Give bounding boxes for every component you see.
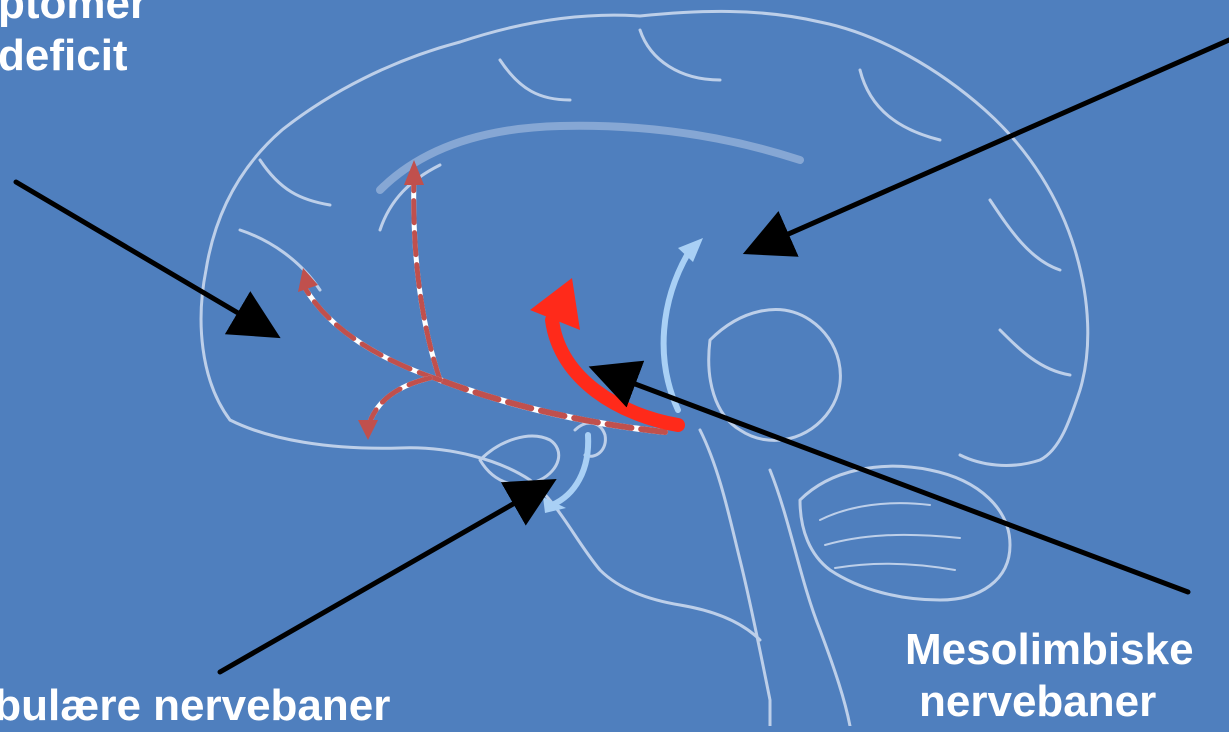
light-blue-pathway-up — [664, 250, 690, 410]
pointer-arrow-top-right — [752, 40, 1229, 250]
pointer-arrow-bottom-right — [598, 370, 1188, 592]
gyrus-line — [240, 30, 1070, 375]
label-top-left: ptomer deficit — [0, 0, 147, 82]
label-bottom-left-line1: ibulære nervebaner — [0, 680, 390, 732]
mesolimbic-pathway — [530, 278, 678, 425]
light-blue-arrowhead-up — [678, 238, 703, 262]
cerebellum-folia — [820, 503, 960, 570]
pointer-arrow-bottom-left — [220, 484, 548, 672]
label-bottom-left: ibulære nervebaner — [0, 680, 390, 732]
corpus-callosum — [380, 126, 800, 190]
label-mesolimbic-line2: nervebaner — [905, 676, 1194, 728]
label-mesolimbic: Mesolimbiske nervebaner — [905, 624, 1194, 728]
brainstem-outline-2 — [770, 470, 850, 726]
brainstem-outline — [700, 430, 770, 726]
dashed-arrowhead-left-down — [358, 420, 378, 440]
light-blue-pathways — [543, 238, 703, 513]
label-top-left-line2: deficit — [0, 30, 147, 82]
cortex-outline — [201, 11, 1088, 465]
temporal-outline — [230, 420, 760, 640]
brain-outline — [201, 11, 1088, 726]
pointer-arrows — [16, 40, 1229, 672]
dashed-arrowhead-left-up — [298, 268, 318, 292]
pointer-arrow-top-left — [16, 182, 272, 333]
label-top-left-line1: ptomer — [0, 0, 147, 30]
label-mesolimbic-line1: Mesolimbiske — [905, 624, 1194, 676]
